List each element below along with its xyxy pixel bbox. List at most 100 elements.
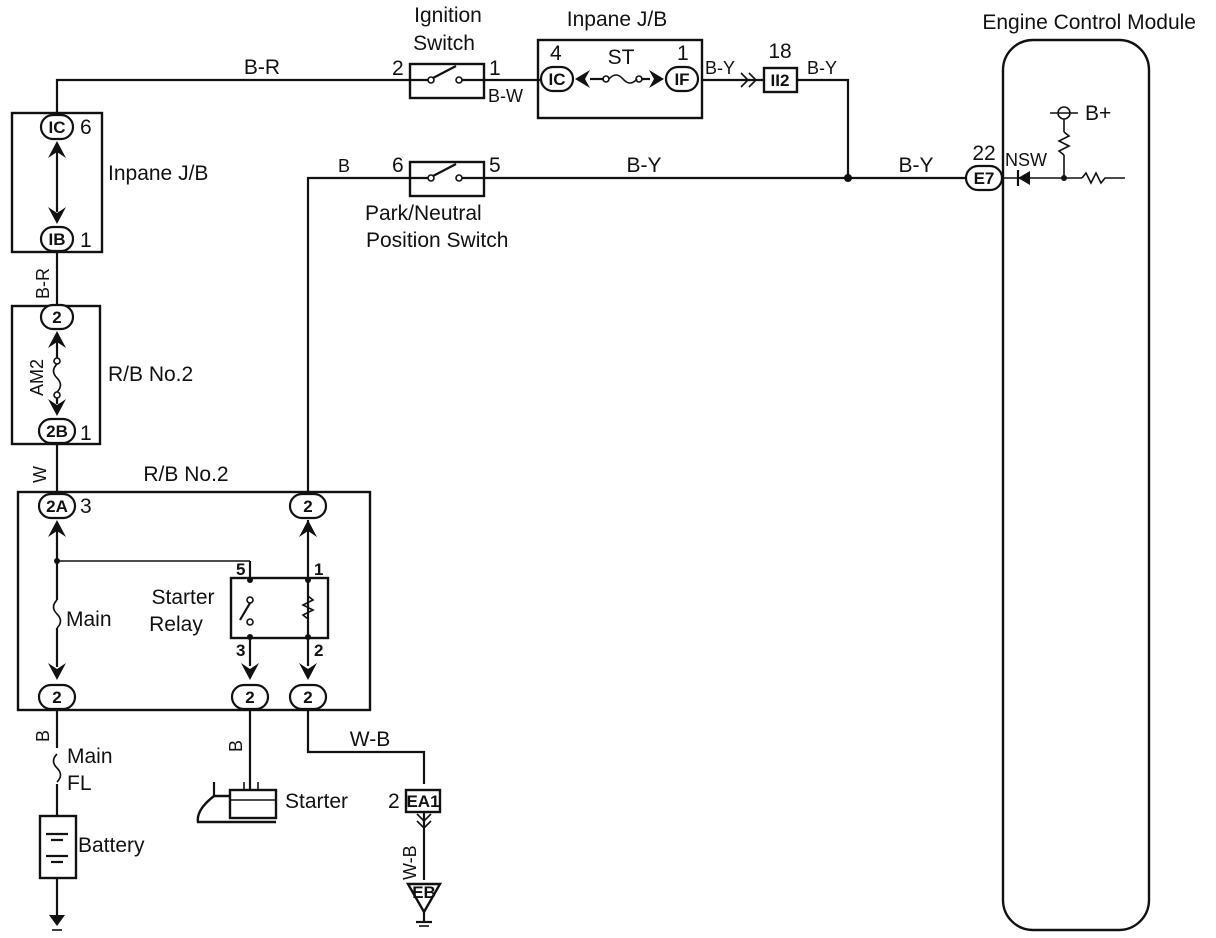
am2-fuse bbox=[48, 331, 66, 416]
connector-ic-top bbox=[539, 65, 575, 93]
connector-ea1 bbox=[404, 788, 442, 814]
b-plus-label: B+ bbox=[1085, 102, 1111, 125]
wire-label-b-main: B bbox=[33, 730, 53, 742]
pin-22: 22 bbox=[972, 142, 995, 165]
connector-2-bottom-mid bbox=[230, 683, 270, 711]
pin-18: 18 bbox=[768, 40, 791, 63]
battery-icon bbox=[46, 832, 68, 864]
pin-2a-3: 3 bbox=[80, 495, 92, 518]
wire-w-b bbox=[306, 710, 426, 784]
connector-2-bottom-mid-label: 2 bbox=[245, 688, 254, 707]
sense-resistor bbox=[1081, 171, 1125, 185]
main-fuse-circuit bbox=[48, 520, 250, 680]
connector-2-rb-top-right bbox=[288, 492, 328, 520]
starter-label: Starter bbox=[285, 790, 348, 813]
pin-pn-5: 5 bbox=[489, 154, 501, 177]
connector-2-am2-top bbox=[39, 303, 75, 331]
wire-b-y-ii2 bbox=[797, 78, 850, 178]
wire-b-pn bbox=[306, 176, 410, 492]
connector-ib-left-label: IB bbox=[49, 230, 66, 249]
wire-label-b-y-ii2: B-Y bbox=[807, 58, 837, 78]
ground-icon bbox=[49, 915, 65, 931]
ground-eb-icon bbox=[405, 882, 443, 927]
st-fuse bbox=[575, 70, 664, 88]
connector-eb-label: EB bbox=[412, 883, 436, 902]
main-fuse-label: Main bbox=[66, 608, 112, 631]
starter-relay-box bbox=[229, 576, 330, 640]
main-fl-label-1: Main bbox=[67, 745, 113, 768]
connector-if-top bbox=[664, 65, 700, 93]
connector-2a-label: 2A bbox=[46, 497, 68, 516]
connector-2-am2-top-label: 2 bbox=[52, 308, 61, 327]
nsw-label: NSW bbox=[1005, 150, 1047, 170]
rb-no2-mid-label: R/B No.2 bbox=[108, 363, 193, 386]
connector-2-bottom-left-label: 2 bbox=[52, 688, 61, 707]
pin-ib-1: 1 bbox=[80, 229, 92, 252]
ignition-switch-contact bbox=[410, 65, 484, 84]
wire-b-r-top bbox=[55, 78, 410, 120]
park-neutral-label-2: Position Switch bbox=[366, 229, 508, 252]
wire-label-b-y-if: B-Y bbox=[705, 58, 735, 78]
connector-2-rb-top-right-label: 2 bbox=[303, 497, 312, 516]
wire-label-w-b-v: W-B bbox=[400, 845, 420, 880]
rb-no2-main-label: R/B No.2 bbox=[143, 463, 228, 486]
pin-ign-1: 1 bbox=[489, 57, 501, 80]
wires bbox=[55, 78, 966, 915]
connector-ic-left-label: IC bbox=[49, 118, 66, 137]
ignition-switch-label-1: Ignition bbox=[414, 4, 482, 27]
inpane-jb-top-box bbox=[536, 38, 704, 120]
pin-relay-3: 3 bbox=[236, 641, 245, 660]
wire-label-w: W bbox=[30, 466, 50, 483]
am2-label: AM2 bbox=[27, 359, 47, 396]
pin-ic-6: 6 bbox=[80, 116, 92, 139]
pin-jb-1: 1 bbox=[677, 42, 689, 65]
pin-relay-2: 2 bbox=[314, 641, 323, 660]
wire-label-b-w: B-W bbox=[488, 86, 523, 106]
connector-ea1-label: EA1 bbox=[406, 792, 439, 811]
connector-2-bottom-left bbox=[37, 683, 77, 711]
main-fl-label-2: FL bbox=[67, 772, 92, 795]
connector-if-top-label: IF bbox=[674, 70, 689, 89]
ecm-internal-circuit: B+ NSW bbox=[1003, 102, 1125, 186]
connector-ib-left bbox=[39, 225, 75, 253]
wire-label-b-y-ecm: B-Y bbox=[898, 154, 933, 177]
wire-label-b-starter: B bbox=[226, 740, 246, 752]
pin-ea1-2: 2 bbox=[388, 790, 400, 813]
starter-relay-internals bbox=[239, 520, 317, 680]
connector-2-bottom-right bbox=[288, 683, 328, 711]
connector-e7-label: E7 bbox=[974, 169, 995, 188]
battery-box bbox=[38, 814, 78, 880]
splice-point bbox=[844, 174, 852, 182]
connector-ic-left bbox=[39, 113, 75, 141]
connector-ic-top-label: IC bbox=[549, 70, 566, 89]
connector-ii2 bbox=[762, 66, 799, 94]
diode-icon bbox=[1018, 171, 1030, 185]
pin-ign-2: 2 bbox=[392, 57, 404, 80]
ecm-box bbox=[1001, 38, 1151, 932]
inpane-jb-top-label: Inpane J/B bbox=[567, 8, 667, 31]
ignition-switch-label-2: Switch bbox=[413, 32, 475, 55]
pullup-resistor bbox=[1057, 131, 1071, 156]
connector-e7 bbox=[964, 164, 1004, 192]
park-neutral-label-1: Park/Neutral bbox=[365, 202, 482, 225]
starter-relay-label-2: Relay bbox=[149, 613, 203, 636]
battery-label: Battery bbox=[78, 834, 145, 857]
park-neutral-switch-contact bbox=[410, 163, 484, 182]
connector-2b-label: 2B bbox=[46, 422, 68, 441]
connector-2a bbox=[37, 492, 77, 520]
pin-2b-1: 1 bbox=[80, 422, 92, 445]
pin-relay-5: 5 bbox=[236, 560, 245, 579]
plug-arrow-down-icon bbox=[416, 813, 432, 830]
connector-2-bottom-right-label: 2 bbox=[303, 688, 312, 707]
main-fl-fuse-icon bbox=[52, 753, 62, 783]
starter-motor-icon bbox=[196, 782, 278, 824]
connector-ii2-label: II2 bbox=[771, 71, 790, 90]
starter-relay-label-1: Starter bbox=[151, 586, 214, 609]
wire-label-b-r-top: B-R bbox=[244, 56, 280, 79]
wire-label-w-b-h: W-B bbox=[350, 728, 390, 751]
pin-relay-1: 1 bbox=[314, 560, 323, 579]
wire-label-b-r-vert: B-R bbox=[33, 268, 53, 299]
inpane-jb-left-label: Inpane J/B bbox=[108, 162, 208, 185]
rb-no2-main-box bbox=[16, 490, 372, 712]
